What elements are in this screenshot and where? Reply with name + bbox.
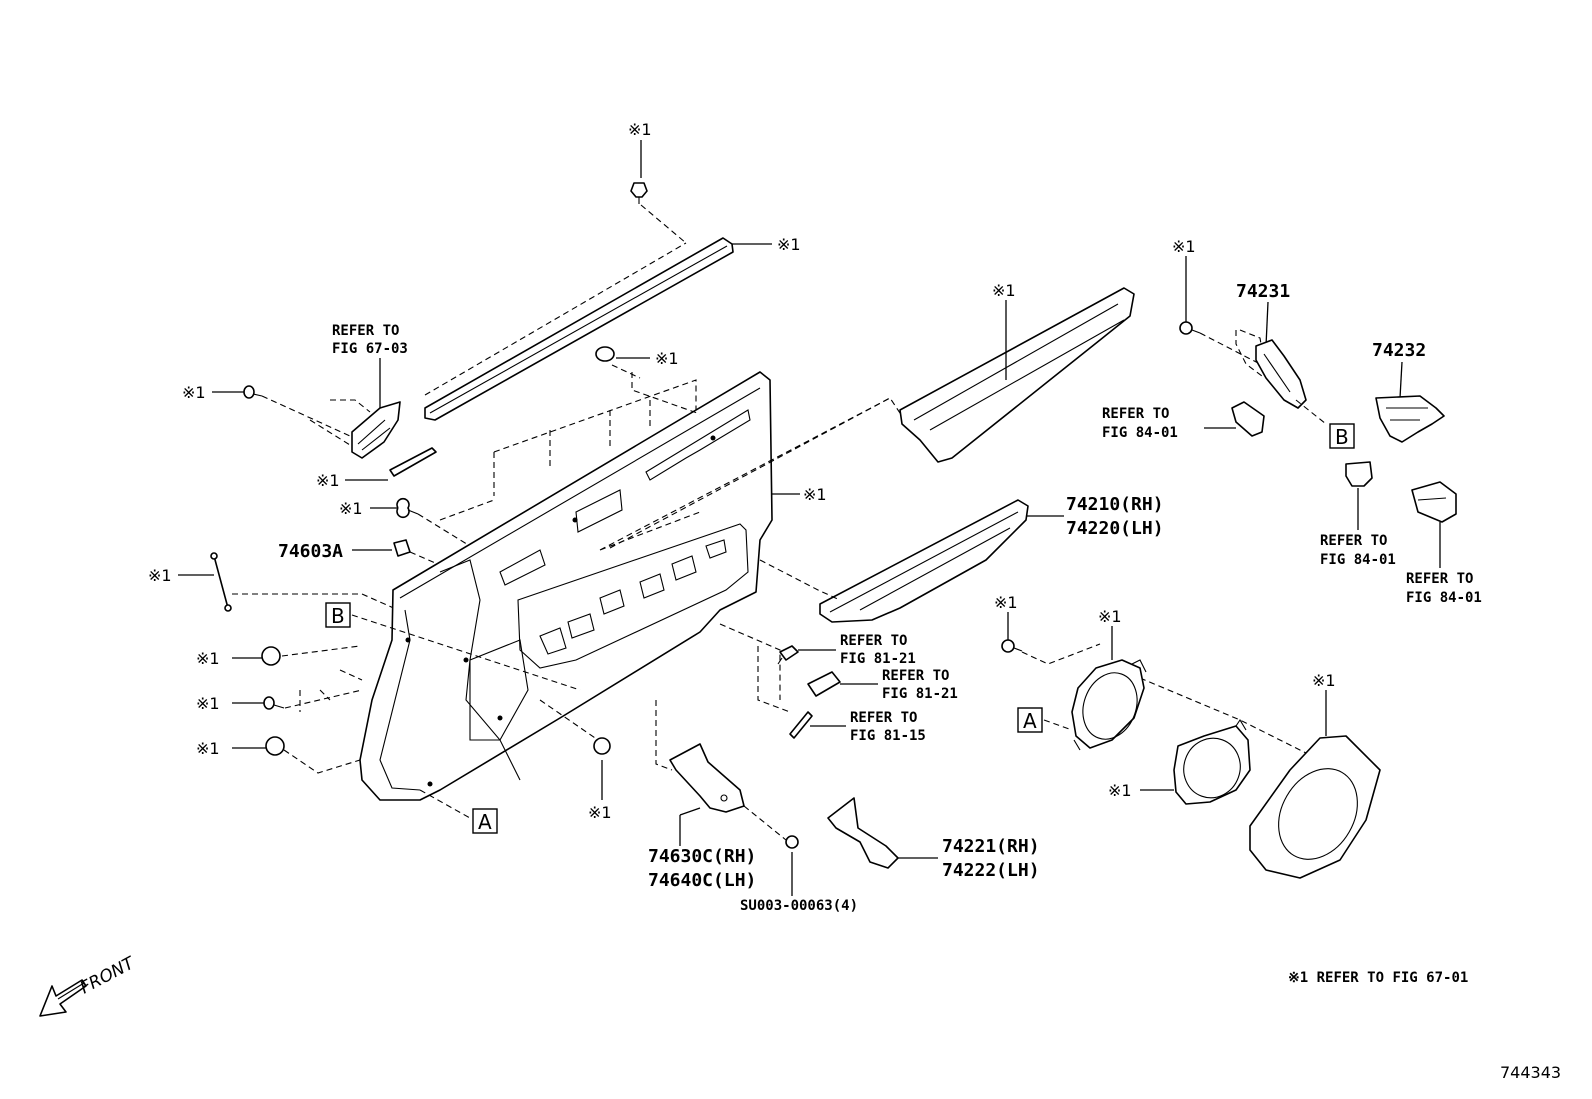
inner-handle-bracket: [351, 401, 401, 459]
screw-su003: [785, 835, 799, 849]
front-arrow-icon: [39, 979, 87, 1017]
figure-id: 744343: [1500, 1063, 1561, 1082]
note-mark-speaker-bracket: ※1: [1108, 781, 1132, 800]
note-mark-top-clip: ※1: [628, 120, 652, 139]
switch-base-74232: [1375, 395, 1445, 443]
ref-81-15-line1: REFER TO: [850, 710, 917, 726]
ref-box-a-left: [472, 808, 498, 834]
speaker-bracket: [1173, 718, 1251, 805]
lower-piece-74221: [827, 797, 899, 869]
bracket-74630C: [669, 743, 745, 813]
ref-84-01-c-line1: REFER TO: [1406, 571, 1473, 587]
part-number-su003: SU003-00063(4): [740, 898, 858, 914]
part-number-74210: 74210(RH): [1066, 494, 1164, 515]
clip-left-1: [261, 646, 281, 666]
screw-mid-left: [396, 497, 419, 519]
part-number-74603A: 74603A: [278, 541, 343, 562]
ref-67-03-line1: REFER TO: [332, 323, 399, 339]
ref-84-01-c-line2: FIG 84-01: [1406, 590, 1482, 606]
front-direction-label: FRONT: [77, 953, 139, 999]
ref-84-01-a-line1: REFER TO: [1102, 406, 1169, 422]
speaker-grille: [1249, 735, 1381, 879]
lamp-part: [789, 711, 813, 739]
armrest-74210: [819, 499, 1029, 623]
lock-rod: [389, 447, 437, 477]
part-number-74232: 74232: [1372, 340, 1426, 361]
part-number-74221: 74221(RH): [942, 836, 1040, 857]
ref-81-15-line2: FIG 81-15: [850, 728, 926, 744]
ref-81-21-b-line2: FIG 81-21: [882, 686, 958, 702]
ref-84-01-b-line2: FIG 84-01: [1320, 552, 1396, 568]
clip-left-3: [265, 736, 285, 756]
ref-81-21-b-line1: REFER TO: [882, 668, 949, 684]
spring-rod: [210, 552, 232, 612]
part-number-74231: 74231: [1236, 281, 1290, 302]
door-trim-board: [359, 371, 773, 801]
clip-top: [630, 182, 648, 204]
belt-moulding: [424, 237, 734, 421]
switch-knob: [777, 645, 799, 665]
handle-bezel-74231: [1255, 339, 1307, 409]
note-mark-upper-garnish: ※1: [992, 281, 1016, 300]
clip-board-bottom: [593, 737, 611, 755]
ref-81-21-a-line1: REFER TO: [840, 633, 907, 649]
ref-box-a-right: [1017, 707, 1043, 733]
note-mark-screw-left-2: ※1: [196, 694, 220, 713]
note-mark-screw-mid: ※1: [339, 499, 363, 518]
part-number-74630C: 74630C(RH): [648, 846, 756, 867]
handle-lever: [1231, 401, 1265, 437]
note-mark-clip-board-top: ※1: [655, 349, 679, 368]
ref-box-b-left: [325, 602, 351, 628]
switch-assembly-right: [1411, 481, 1457, 523]
ref-box-a-left-label: A: [478, 810, 492, 834]
footnote: ※1 REFER TO FIG 67-01: [1288, 970, 1468, 986]
ref-84-01-b-line1: REFER TO: [1320, 533, 1387, 549]
switch-knob-right: [1345, 461, 1373, 487]
note-mark-door-board: ※1: [803, 485, 827, 504]
screw-speaker: [1001, 639, 1023, 653]
screw-74231: [1179, 321, 1201, 335]
note-mark-speaker: ※1: [1098, 607, 1122, 626]
ref-84-01-a-line2: FIG 84-01: [1102, 425, 1178, 441]
note-mark-clip-left-1: ※1: [196, 649, 220, 668]
speaker: [1071, 659, 1147, 751]
note-mark-clip-board-bottom: ※1: [588, 803, 612, 822]
note-mark-speaker-grille: ※1: [1312, 671, 1336, 690]
switch-unit: [807, 671, 841, 697]
part-number-74220: 74220(LH): [1066, 518, 1164, 539]
upper-garnish: [899, 287, 1135, 463]
note-mark-screw-74231: ※1: [1172, 237, 1196, 256]
ref-box-b-right-label: B: [1335, 425, 1349, 449]
cap-74603A: [393, 539, 411, 557]
ref-box-a-right-label: A: [1023, 709, 1037, 733]
ref-81-21-a-line2: FIG 81-21: [840, 651, 916, 667]
ref-box-b-right: [1329, 423, 1355, 449]
screw-left-2: [263, 696, 285, 710]
clip-board-top: [595, 346, 615, 362]
note-mark-screw-left-upper: ※1: [182, 383, 206, 402]
ref-67-03-line2: FIG 67-03: [332, 341, 408, 357]
screw-left-upper: [243, 385, 263, 399]
part-number-74640C: 74640C(LH): [648, 870, 756, 891]
note-mark-clip-left-3: ※1: [196, 739, 220, 758]
note-mark-belt-moulding: ※1: [777, 235, 801, 254]
ref-box-b-left-label: B: [331, 604, 345, 628]
note-mark-spring: ※1: [148, 566, 172, 585]
note-mark-screw-speaker: ※1: [994, 593, 1018, 612]
note-mark-lock-rod: ※1: [316, 471, 340, 490]
part-number-74222: 74222(LH): [942, 860, 1040, 881]
